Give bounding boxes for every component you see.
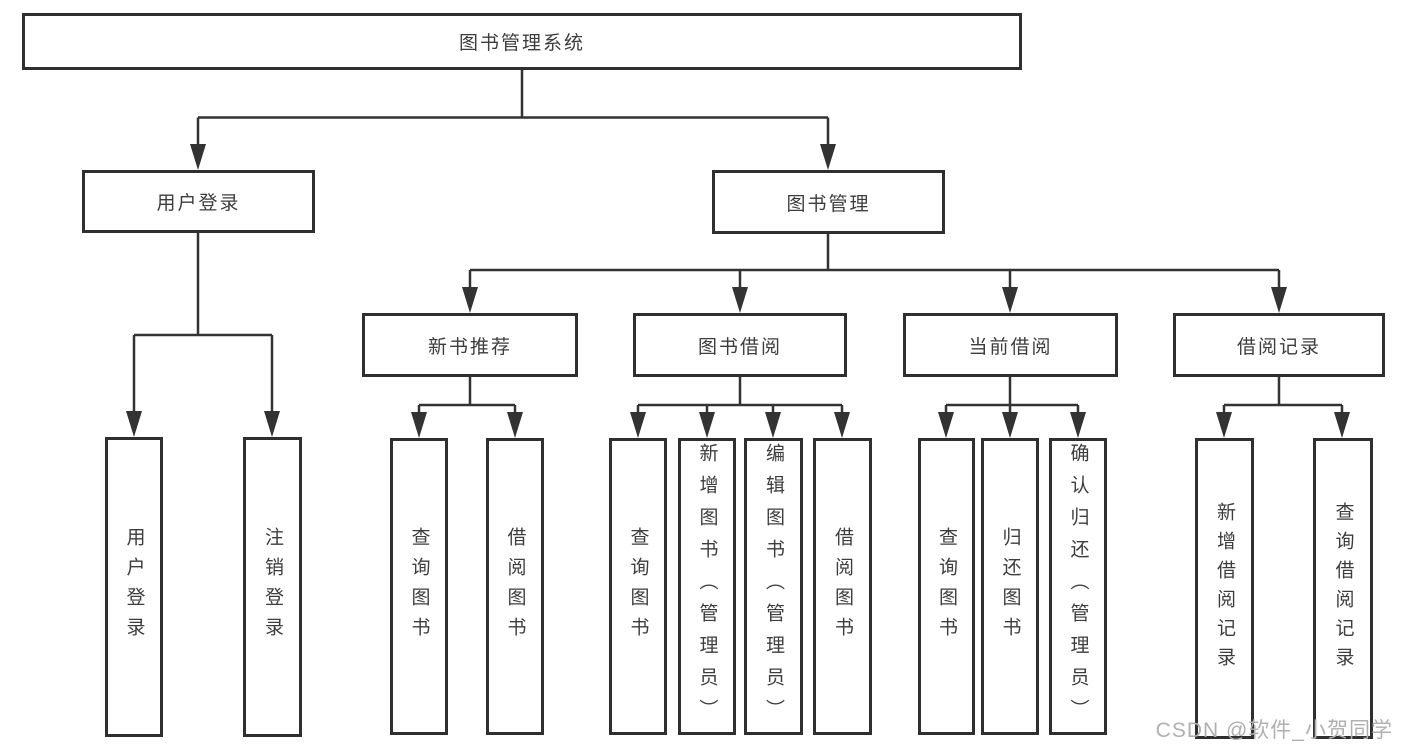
node-book-borrow-label: 图书借阅 [697,336,782,358]
leaf-borrow-books-2-label: 借阅图书 [832,526,853,647]
node-root: 图书管理系统 [22,13,1022,70]
leaf-add-borrow-record-label: 新增借阅记录 [1214,501,1235,676]
leaf-return-book: 归还图书 [981,438,1039,735]
leaf-logout-label: 注销登录 [262,527,283,647]
leaf-confirm-return-admin-label: 确认归还（管理员） [1067,442,1089,731]
leaf-confirm-return-admin: 确认归还（管理员） [1049,438,1107,735]
leaf-query-borrow-record-label: 查询借阅记录 [1332,501,1354,676]
leaf-query-books-1-label: 查询图书 [408,526,430,647]
node-new-book-recommend-label: 新书推荐 [427,336,512,358]
leaf-add-book-admin: 新增图书（管理员） [678,438,736,735]
leaf-query-books-2-label: 查询图书 [627,526,649,647]
node-book-management: 图书管理 [712,170,945,234]
leaf-borrow-books-1: 借阅图书 [486,438,544,735]
leaf-logout: 注销登录 [243,437,302,737]
leaf-add-book-admin-label: 新增图书（管理员） [696,442,718,731]
leaf-edit-book-admin: 编辑图书（管理员） [744,438,803,735]
leaf-user-login-label: 用户登录 [123,527,145,647]
node-borrow-records-label: 借阅记录 [1236,336,1321,358]
leaf-edit-book-admin-label: 编辑图书（管理员） [763,442,784,731]
leaf-user-login: 用户登录 [105,437,163,737]
leaf-add-borrow-record: 新增借阅记录 [1195,438,1254,739]
leaf-borrow-books-1-label: 借阅图书 [504,526,526,647]
node-new-book-recommend: 新书推荐 [362,313,578,377]
leaf-query-books-1: 查询图书 [390,438,448,735]
node-current-borrow: 当前借阅 [903,313,1118,377]
node-book-borrow: 图书借阅 [633,313,847,377]
leaf-query-books-3: 查询图书 [918,438,975,735]
csdn-watermark: CSDN @软件_小贺同学 [1155,719,1393,742]
node-current-borrow-label: 当前借阅 [968,336,1053,358]
arrowheads [126,144,1350,438]
leaf-query-books-3-label: 查询图书 [936,526,957,647]
node-user-login-label: 用户登录 [156,193,241,214]
leaf-query-borrow-record: 查询借阅记录 [1313,438,1373,739]
node-user-login: 用户登录 [82,170,315,233]
leaf-return-book-label: 归还图书 [999,526,1021,647]
node-book-management-label: 图书管理 [786,193,871,215]
leaf-query-books-2: 查询图书 [609,438,667,735]
leaf-borrow-books-2: 借阅图书 [813,438,872,735]
node-borrow-records: 借阅记录 [1173,313,1385,377]
node-root-label: 图书管理系统 [458,33,585,54]
